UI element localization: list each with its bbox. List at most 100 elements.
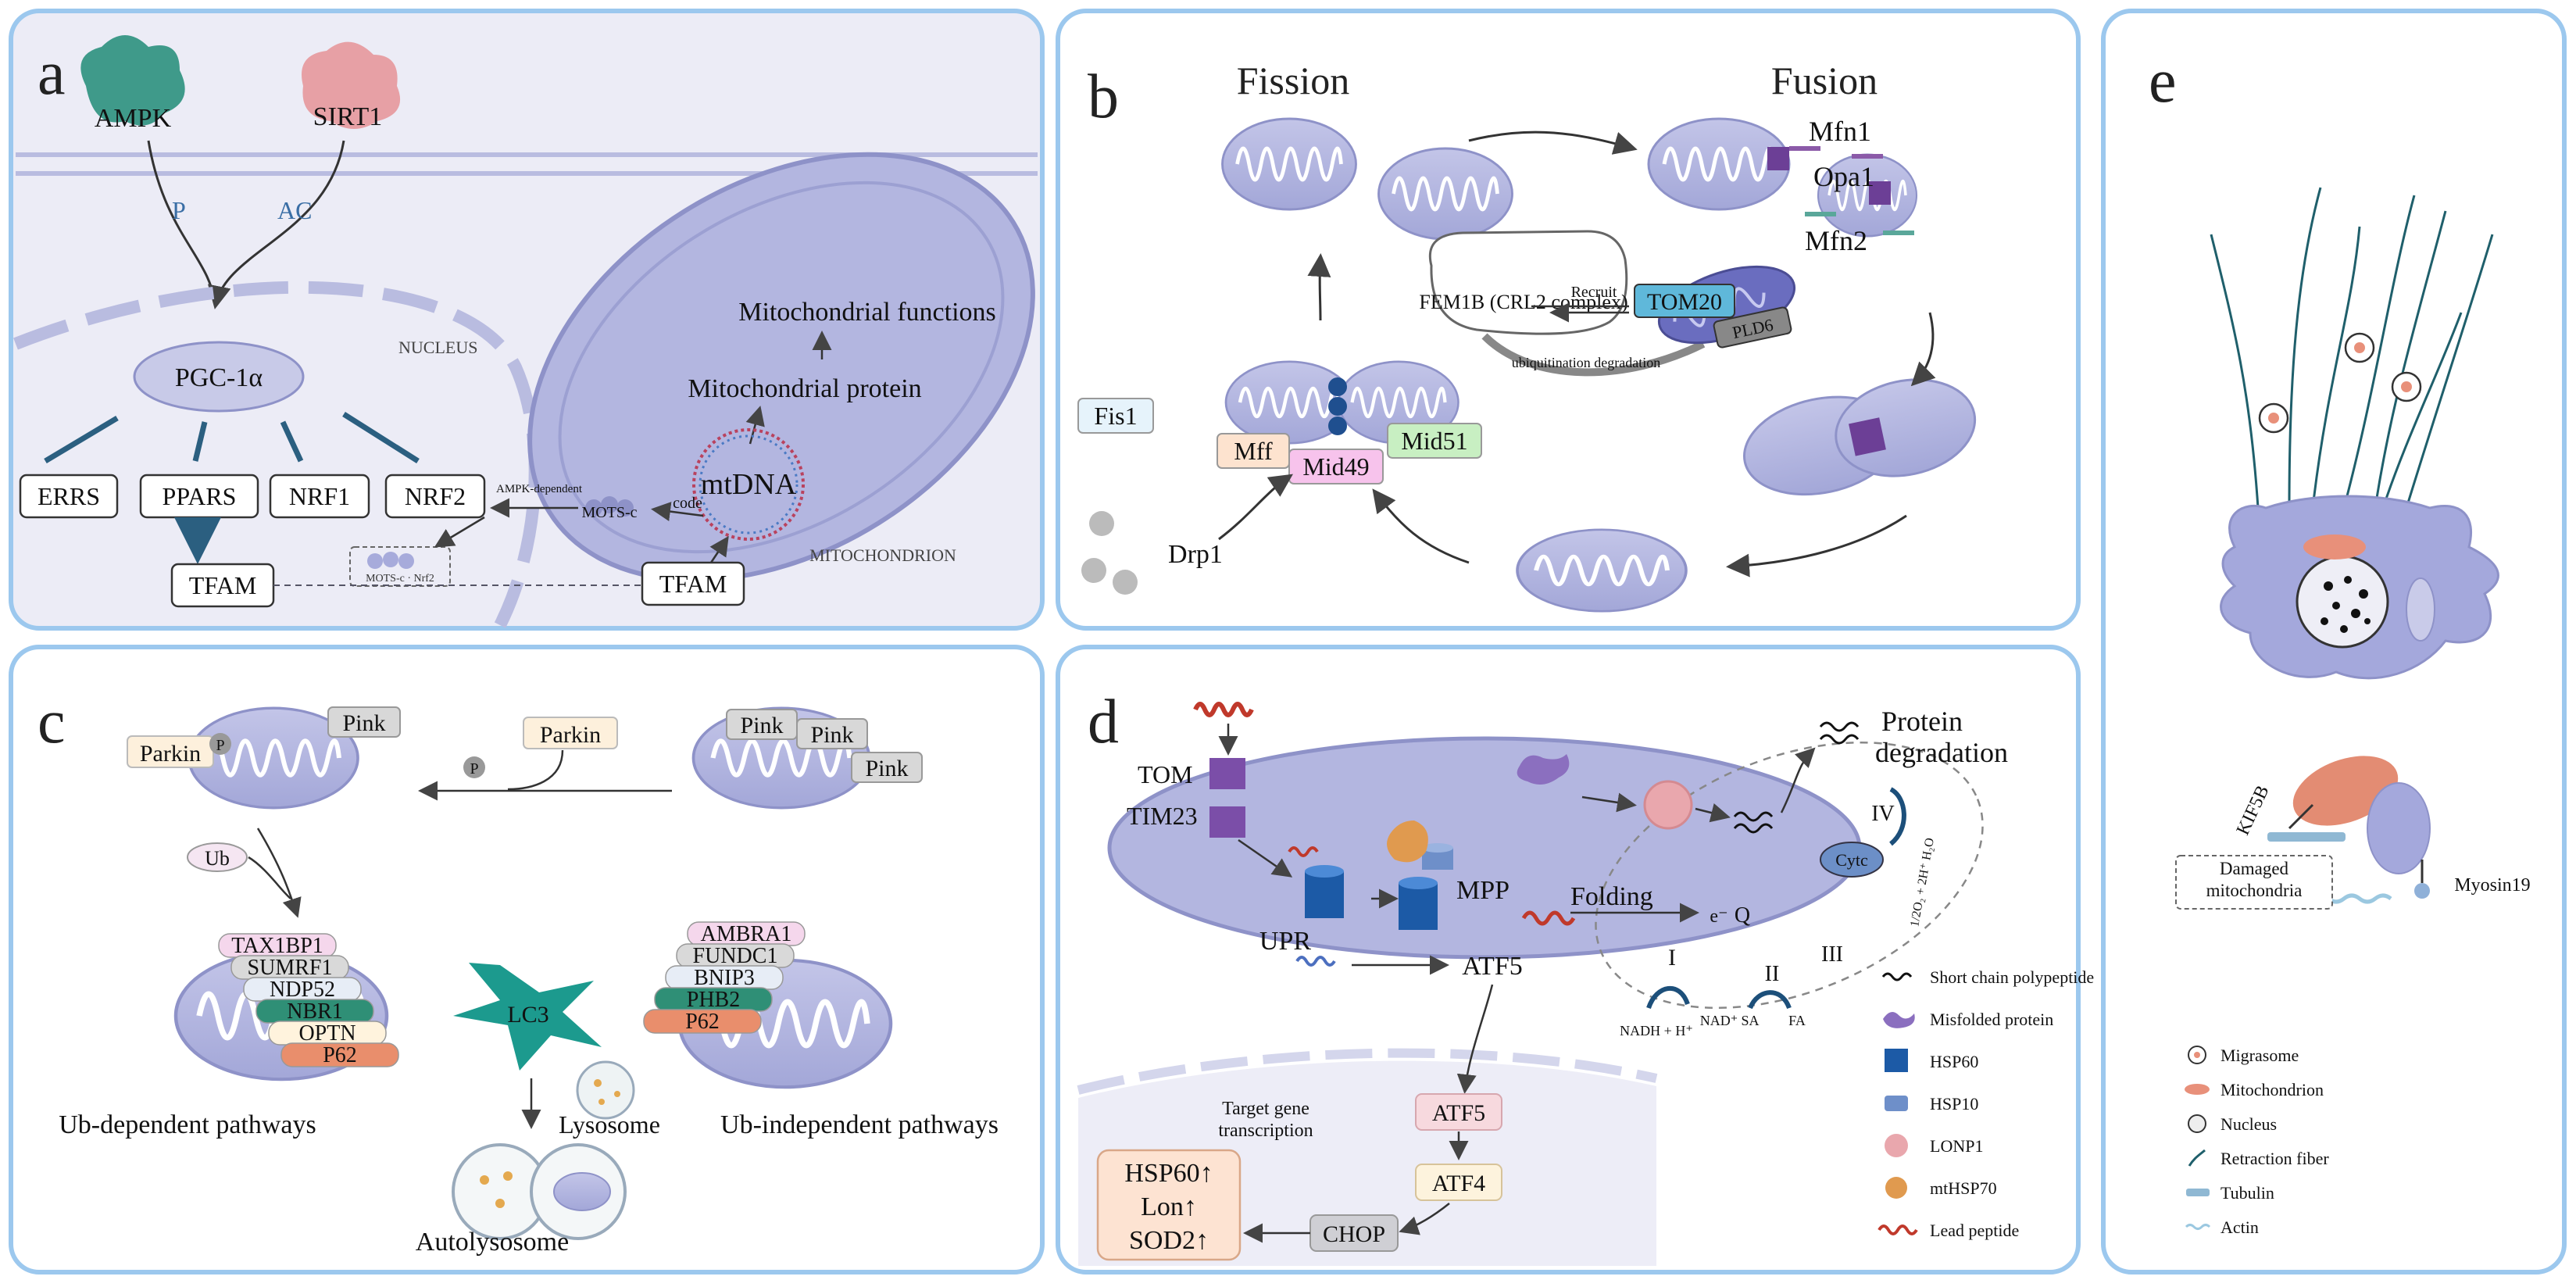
pink-box (796, 718, 868, 749)
ub-dependent-label: Ub-dependent pathways (59, 1110, 316, 1139)
retraction-fibers (2210, 187, 2494, 509)
atf5-nuclear-label: ATF5 (1432, 1100, 1485, 1126)
ampk-blob-icon (80, 35, 185, 126)
panel-e: e KIF5B Myos (2101, 9, 2567, 1274)
lonp1-icon (1643, 780, 1693, 830)
atf5-import-arrow (1456, 984, 1494, 1094)
misfolded-to-lonp1-arrow (1581, 792, 1637, 813)
complex-iv-label: IV (1871, 802, 1895, 826)
ubiquitin-node (187, 842, 248, 872)
hsp10-icon (1422, 843, 1453, 870)
lc3-label: LC3 (507, 1002, 548, 1028)
degradation-label: degradation (1875, 737, 2008, 768)
short-chain-icon (1819, 734, 1860, 745)
pink-label: Pink (342, 710, 385, 736)
mitochondrion-label: MITOCHONDRION (809, 545, 956, 565)
atf4-box (1415, 1164, 1502, 1201)
lysosome-label: Lysosome (559, 1110, 660, 1139)
short-chain-icon (1881, 972, 1913, 981)
protein-label: Protein (1881, 706, 1963, 737)
legend-label: Retraction fiber (2221, 1149, 2329, 1168)
ub-join-curve (248, 856, 291, 899)
mots-bead (585, 499, 602, 517)
complex-i-label: I (1668, 945, 1676, 971)
fis1-label: Fis1 (1094, 402, 1137, 430)
legend-label: mtHSP70 (1930, 1178, 1997, 1198)
etc-region (1595, 741, 1984, 1010)
lon-gene: Lon↑ (1141, 1192, 1197, 1221)
lonp1-icon (1885, 1134, 1908, 1157)
legend-label: Lead peptide (1930, 1221, 2019, 1240)
opa1-label: Opa1 (1813, 161, 1874, 192)
fem1b-label: FEM1B (CRL2 complex) (1419, 291, 1627, 313)
tfam-mito-box (641, 561, 745, 606)
mots-nrf2-label: MOTS-c · Nrf2 (366, 573, 434, 585)
nad-label: NAD⁺ (1700, 1013, 1738, 1028)
fission-to-fusion-arrow (1468, 130, 1638, 155)
parkin-free-box (523, 717, 618, 749)
mots-bead (367, 553, 383, 569)
ub-independent-label: Ub-independent pathways (720, 1110, 999, 1139)
hsp10-icon (1885, 1096, 1908, 1111)
fem1b-complex (1429, 230, 1628, 335)
pink-box (327, 706, 401, 738)
lead-peptide-icon (1193, 702, 1254, 717)
mito-fragment-2 (1379, 148, 1513, 239)
panel-c-letter: c (38, 688, 66, 756)
nucleus-icon (2188, 1114, 2206, 1133)
legend-label: Short chain polypeptide (1930, 967, 2094, 987)
short-chain-icon (1819, 721, 1860, 732)
mtdna-ring-icon (698, 434, 799, 534)
ubiquitin-label: Ub (205, 847, 230, 870)
panel-a: a AMPK SIRT1 P AC NUCLEUS PGC-1α ERRS (9, 9, 1045, 631)
mthsp70-icon (1387, 820, 1428, 863)
receptor-label: PHB2 (687, 988, 740, 1012)
cytc-node (1820, 842, 1884, 878)
mito-functions-label: Mitochondrial functions (738, 298, 996, 327)
nrf2-to-complex (434, 516, 485, 548)
tfam-to-mtdna (709, 535, 729, 563)
nuclear-envelope (13, 281, 541, 628)
myosin19-label: Myosin19 (2454, 875, 2530, 896)
electron-label: e⁻ (1710, 906, 1727, 927)
fa-label: FA (1788, 1013, 1806, 1028)
mid51-box (1387, 423, 1482, 459)
acetyl-label: AC (277, 196, 312, 224)
lysosome-dot (614, 1091, 620, 1097)
degradation-arrow (1481, 333, 1706, 377)
phospho-dot-label: P (216, 737, 224, 754)
panel-c: c Parkin P Pink Pink Pink Pink Parkin P … (9, 645, 1045, 1274)
mthsp70-icon (1885, 1177, 1907, 1199)
nrf2-label: NRF2 (405, 482, 466, 510)
target-gene-label: Target gene (1222, 1099, 1309, 1119)
autolysosome-dot (480, 1175, 489, 1185)
pld6-box (1713, 306, 1792, 349)
fusion-title: Fusion (1771, 59, 1878, 102)
fission-title: Fission (1237, 59, 1350, 102)
drp1-particle (1089, 511, 1114, 536)
autolysosome-label: Autolysosome (416, 1228, 569, 1257)
nadh-label: NADH + H⁺ (1620, 1023, 1693, 1039)
receptor-pill (643, 1009, 762, 1034)
ampk-dependent-label: AMPK-dependent (496, 483, 583, 495)
mito-elongated (1517, 530, 1686, 611)
kif5b-motor (2288, 803, 2314, 830)
hsp60-icon (1399, 877, 1438, 930)
mpp-label: MPP (1456, 876, 1510, 905)
atf4-label: ATF4 (1432, 1171, 1485, 1196)
tom20-box (1634, 284, 1735, 318)
hsp60-icon (1305, 865, 1344, 918)
legend-label: Misfolded protein (1930, 1010, 2053, 1029)
legend-label: Mitochondrion (2221, 1080, 2324, 1099)
nrf1-label: NRF1 (289, 482, 350, 510)
pink-label: Pink (810, 722, 853, 748)
mito-protein-label: Mitochondrial protein (688, 374, 921, 403)
upr-label: UPR (1259, 927, 1311, 956)
phospho-dot-label: P (470, 760, 478, 778)
short-chain-icon (1733, 811, 1774, 822)
parkin-free-label: Parkin (540, 722, 601, 748)
mitochondrion-icon (2303, 534, 2366, 559)
sirt1-blob-icon (302, 41, 401, 129)
